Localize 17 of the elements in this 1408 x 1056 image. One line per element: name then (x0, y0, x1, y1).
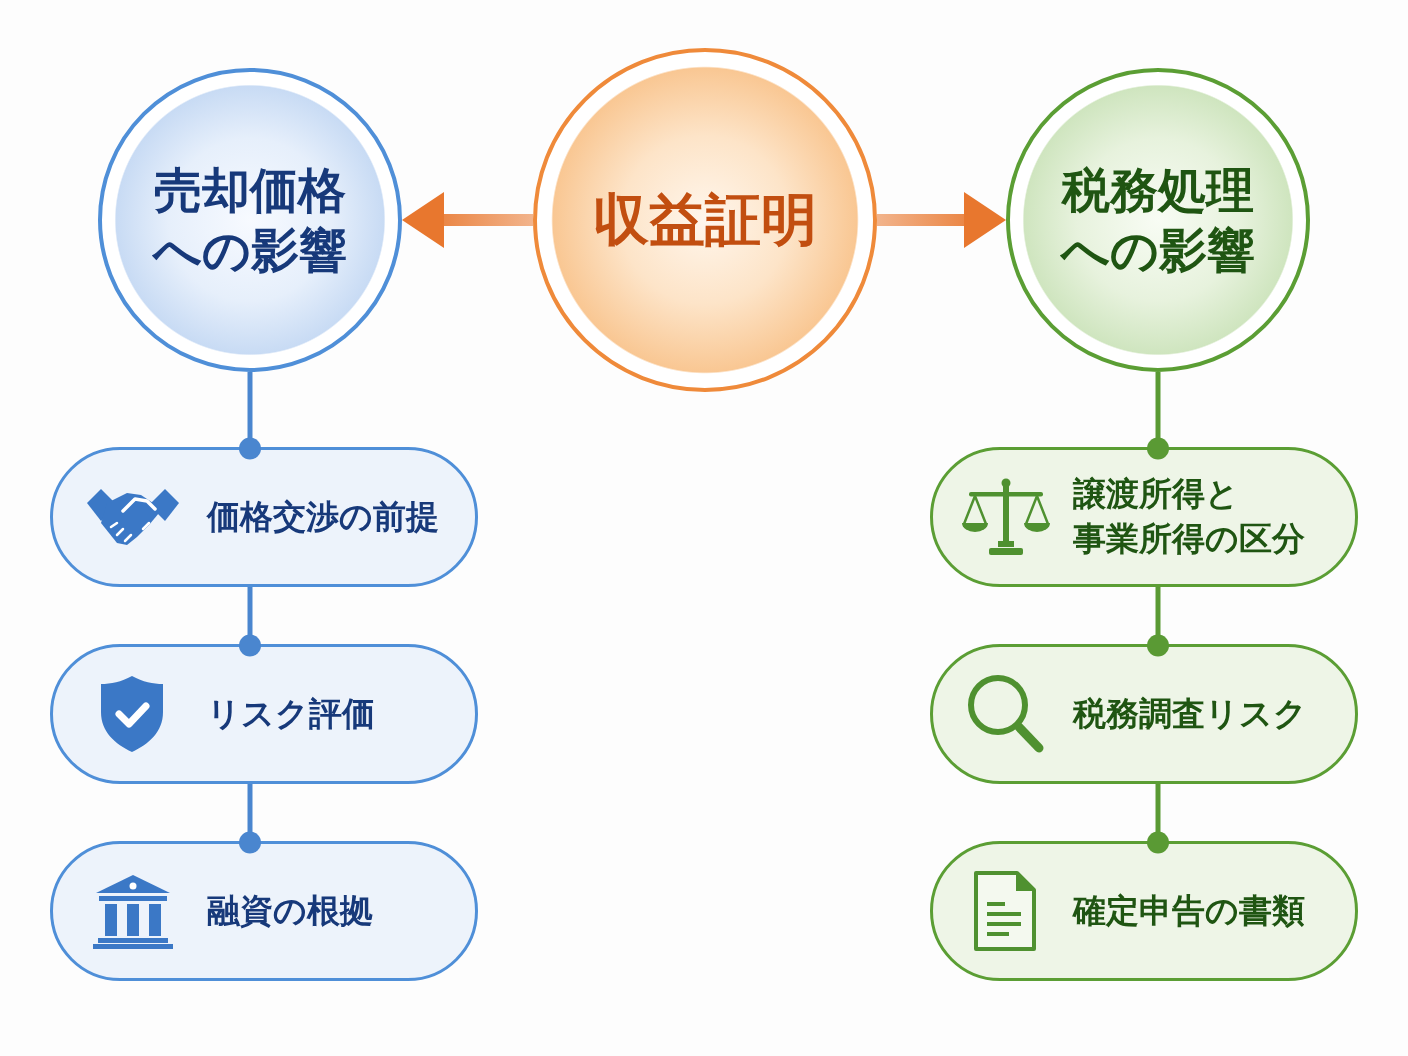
connector-line (1147, 372, 1169, 460)
connector-line (1147, 587, 1169, 657)
item-label: リスク評価 (207, 692, 376, 735)
arrow (877, 192, 1006, 248)
item-label: 価格交渉の前提 (207, 495, 440, 538)
circle-title: 税務処理への影響 (1059, 161, 1256, 280)
item-label: 税務調査リスク (1073, 692, 1308, 735)
arrow (402, 192, 533, 248)
connector-line (239, 784, 261, 854)
circle-title: 売却価格への影響 (151, 161, 348, 280)
item-label: 融資の根拠 (207, 889, 374, 932)
item-label: 確定申告の書類 (1073, 889, 1306, 932)
connector-line (1147, 784, 1169, 854)
connector-line (239, 372, 261, 460)
item-label: 譲渡所得と事業所得の区分 (1073, 473, 1306, 560)
circle-title: 収益証明 (593, 186, 817, 254)
connector-line (239, 587, 261, 657)
